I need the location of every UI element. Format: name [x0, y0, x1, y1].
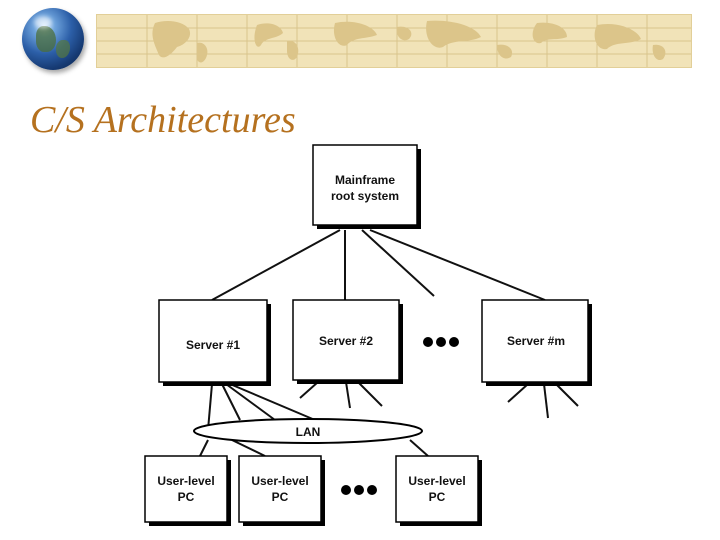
- client-ellipsis: [341, 485, 377, 495]
- client-2-label-line1: User-level: [251, 474, 308, 488]
- client-3-label-line2: PC: [429, 490, 446, 504]
- client-1-label-line1: User-level: [157, 474, 214, 488]
- server-m-label: Server #m: [507, 334, 565, 348]
- lan-ellipse: LAN: [193, 418, 423, 444]
- globe-icon: [22, 8, 84, 70]
- server-box-2: Server #2: [292, 299, 403, 384]
- lan-label: LAN: [296, 425, 321, 439]
- server-box-m: Server #m: [481, 299, 592, 386]
- client-box-3: User-level PC: [395, 455, 482, 526]
- server-1-label: Server #1: [186, 338, 240, 352]
- client-2-label-line2: PC: [272, 490, 289, 504]
- world-map-banner: [96, 14, 692, 68]
- client-1-label-line2: PC: [178, 490, 195, 504]
- client-box-2: User-level PC: [238, 455, 325, 526]
- mainframe-label-line2: root system: [331, 189, 399, 203]
- slide-title: C/S Architectures: [30, 99, 296, 141]
- mainframe-label-line1: Mainframe: [335, 173, 395, 187]
- connection-lines: [199, 229, 579, 457]
- server-ellipsis: [423, 337, 459, 347]
- client-3-label-line1: User-level: [408, 474, 465, 488]
- server-2-label: Server #2: [319, 334, 373, 348]
- header-banner: [0, 0, 720, 90]
- server-box-1: Server #1: [158, 299, 271, 386]
- client-box-1: User-level PC: [144, 455, 231, 526]
- world-map-icon: [97, 15, 691, 67]
- mainframe-box: Mainframe root system: [312, 144, 421, 229]
